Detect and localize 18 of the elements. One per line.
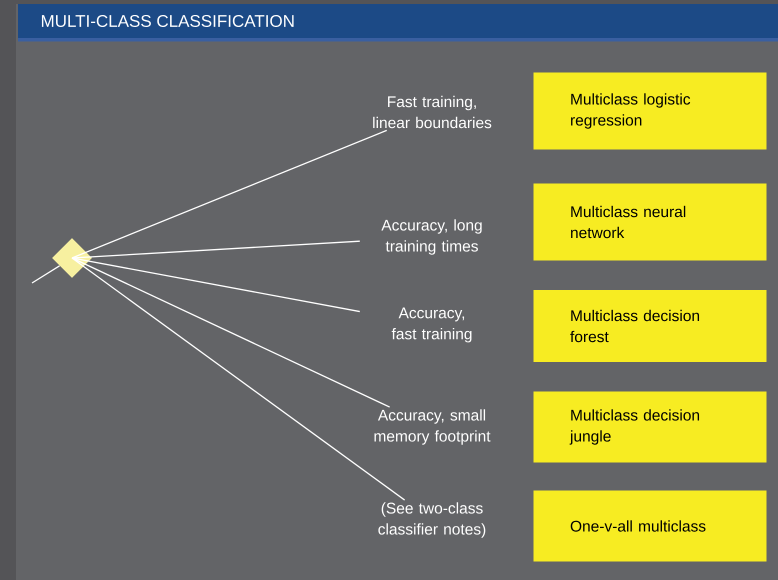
branch-label: (See two-class classifier notes) [378, 502, 486, 538]
algorithm-box: One-v-all multiclass [534, 490, 766, 562]
branch-label: Accuracy, long training times [381, 219, 482, 255]
branch-label: Fast training, linear boundaries [373, 96, 492, 128]
algorithm-box: Multiclass decision forest [534, 290, 766, 362]
connector-line [32, 265, 60, 284]
title-bar: MULTI-CLASS CLASSIFICATION [18, 4, 778, 42]
connector-line [72, 257, 406, 501]
decision-diamond [52, 238, 92, 278]
connector-line [72, 240, 360, 259]
algorithm-box: Multiclass logistic regression [534, 72, 766, 150]
branch-label: Accuracy, small memory footprint [374, 409, 490, 445]
algorithm-box: Multiclass decision jungle [534, 392, 766, 462]
branch-label: Accuracy, fast training [392, 308, 472, 342]
connector-line [72, 130, 387, 259]
connector-line [72, 257, 390, 408]
connector-line [72, 257, 360, 312]
algorithm-box: Multiclass neural network [534, 184, 766, 260]
